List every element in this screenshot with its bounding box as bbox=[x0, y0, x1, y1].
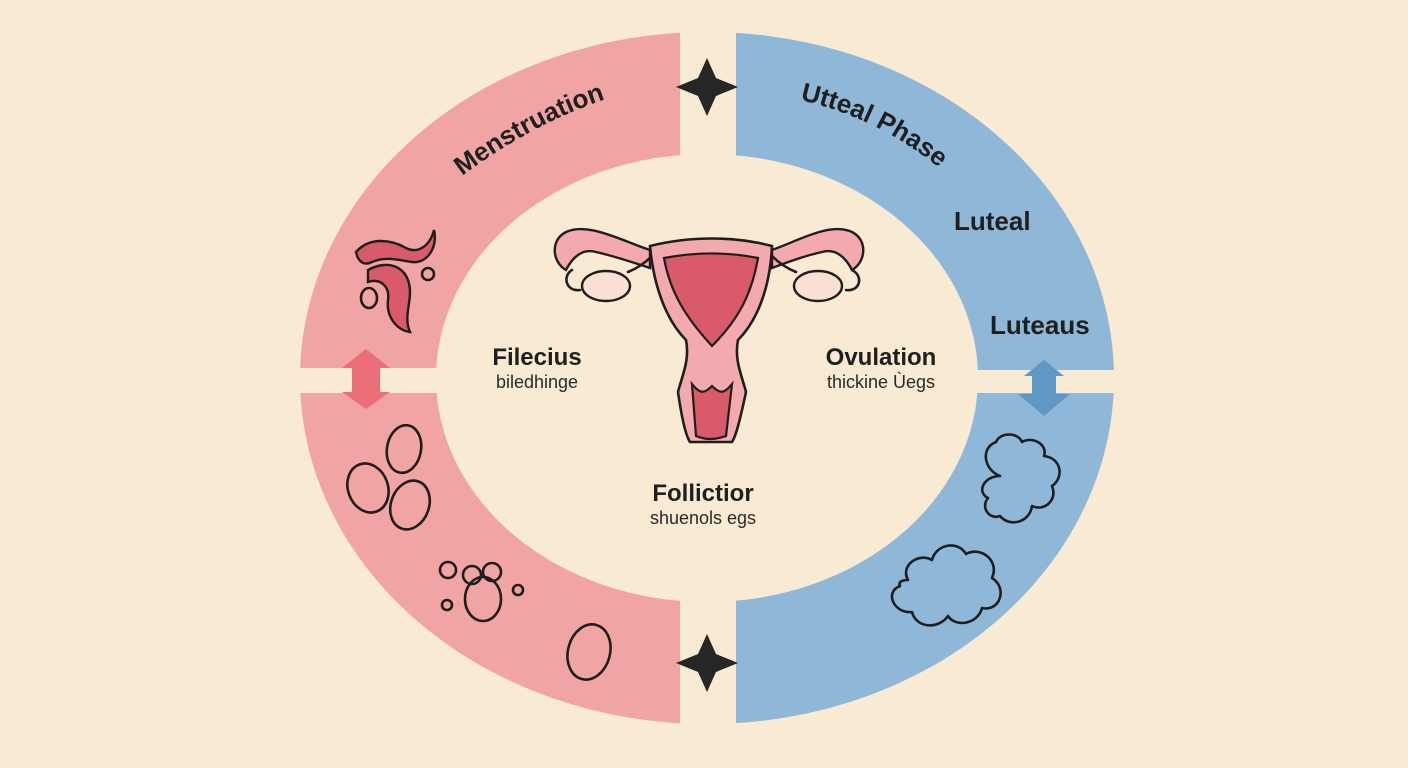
center-right-title: Ovulation bbox=[825, 344, 937, 371]
uterus-icon bbox=[553, 227, 865, 444]
label-luteaus: Luteaus bbox=[990, 310, 1090, 340]
double-arrow-icon bbox=[1018, 360, 1070, 416]
bubble-cluster-icon bbox=[981, 433, 1061, 524]
cloud-icon bbox=[890, 544, 1002, 627]
center-bottom-title: Follictior bbox=[652, 480, 754, 507]
center-left-subtitle: biledhinge bbox=[495, 372, 579, 392]
star-icon bbox=[676, 634, 738, 692]
label-luteal: Luteal bbox=[954, 206, 1031, 236]
blood-flow-icon bbox=[354, 229, 437, 334]
center-left-title: Filecius bbox=[492, 344, 582, 371]
center-right-subtitle: thickine Ùegs bbox=[826, 372, 936, 392]
egg-cluster-icon bbox=[346, 423, 432, 531]
star-icon bbox=[676, 58, 738, 116]
center-bottom-subtitle: shuenols egs bbox=[649, 508, 757, 528]
egg-icon bbox=[566, 623, 612, 681]
double-arrow-icon bbox=[342, 349, 390, 409]
egg-cluster-icon bbox=[438, 560, 525, 623]
ring-segment-follicular bbox=[300, 393, 680, 724]
